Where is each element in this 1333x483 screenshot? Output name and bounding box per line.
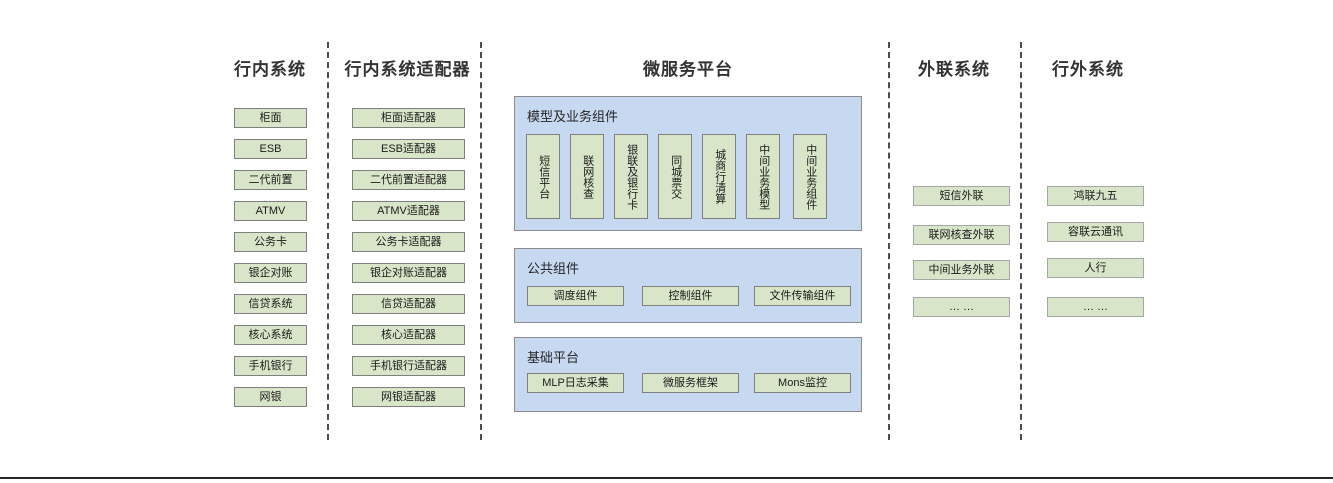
list-item[interactable]: ATMV适配器 xyxy=(352,201,465,221)
component-box[interactable]: 联网核查 xyxy=(570,134,604,219)
component-box[interactable]: 中间业务组件 xyxy=(793,134,827,219)
component-box[interactable]: 同城票交 xyxy=(658,134,692,219)
list-item[interactable]: 公务卡适配器 xyxy=(352,232,465,252)
list-item[interactable]: 信贷适配器 xyxy=(352,294,465,314)
list-item[interactable]: 手机银行适配器 xyxy=(352,356,465,376)
component-box[interactable]: 文件传输组件 xyxy=(754,286,851,306)
list-item[interactable]: 手机银行 xyxy=(234,356,307,376)
list-item[interactable]: 柜面 xyxy=(234,108,307,128)
list-item[interactable]: 鸿联九五 xyxy=(1047,186,1144,206)
list-item[interactable]: ATMV xyxy=(234,201,307,221)
list-item[interactable]: 银企对账适配器 xyxy=(352,263,465,283)
column-header-outside-bank-systems: 行外系统 xyxy=(1052,60,1124,79)
list-item[interactable]: 网银适配器 xyxy=(352,387,465,407)
list-item[interactable]: 二代前置 xyxy=(234,170,307,190)
component-box[interactable]: 短信平台 xyxy=(526,134,560,219)
column-header-external-link-systems: 外联系统 xyxy=(918,60,990,79)
divider-4 xyxy=(1020,42,1022,440)
component-box[interactable]: 中间业务模型 xyxy=(746,134,780,219)
panel-title: 基础平台 xyxy=(527,350,580,365)
list-item[interactable]: ESB xyxy=(234,139,307,159)
list-item[interactable]: 中间业务外联 xyxy=(913,260,1010,280)
list-item[interactable]: ESB适配器 xyxy=(352,139,465,159)
list-item[interactable]: 核心系统 xyxy=(234,325,307,345)
bottom-divider xyxy=(0,477,1333,479)
component-box[interactable]: 城商行清算 xyxy=(702,134,736,219)
panel-public-components: 公共组件 xyxy=(514,248,862,323)
list-item[interactable]: 信贷系统 xyxy=(234,294,307,314)
list-item[interactable]: 银企对账 xyxy=(234,263,307,283)
component-box[interactable]: 银联及银行卡 xyxy=(614,134,648,219)
list-item[interactable]: 人行 xyxy=(1047,258,1144,278)
column-header-internal-adapters: 行内系统适配器 xyxy=(344,60,471,79)
component-box[interactable]: MLP日志采集 xyxy=(527,373,624,393)
divider-3 xyxy=(888,42,890,440)
list-item[interactable]: … … xyxy=(913,297,1010,317)
component-box[interactable]: 微服务框架 xyxy=(642,373,739,393)
divider-2 xyxy=(480,42,482,440)
divider-1 xyxy=(327,42,329,440)
component-box[interactable]: 调度组件 xyxy=(527,286,624,306)
list-item[interactable]: 核心适配器 xyxy=(352,325,465,345)
list-item[interactable]: … … xyxy=(1047,297,1144,317)
panel-title: 模型及业务组件 xyxy=(527,109,619,124)
panel-title: 公共组件 xyxy=(527,261,580,276)
column-header-microservice-platform: 微服务平台 xyxy=(643,60,733,79)
column-header-internal-systems: 行内系统 xyxy=(234,60,306,79)
list-item[interactable]: 公务卡 xyxy=(234,232,307,252)
component-box[interactable]: 控制组件 xyxy=(642,286,739,306)
list-item[interactable]: 网银 xyxy=(234,387,307,407)
list-item[interactable]: 容联云通讯 xyxy=(1047,222,1144,242)
list-item[interactable]: 二代前置适配器 xyxy=(352,170,465,190)
component-box[interactable]: Mons监控 xyxy=(754,373,851,393)
list-item[interactable]: 联网核查外联 xyxy=(913,225,1010,245)
list-item[interactable]: 短信外联 xyxy=(913,186,1010,206)
list-item[interactable]: 柜面适配器 xyxy=(352,108,465,128)
